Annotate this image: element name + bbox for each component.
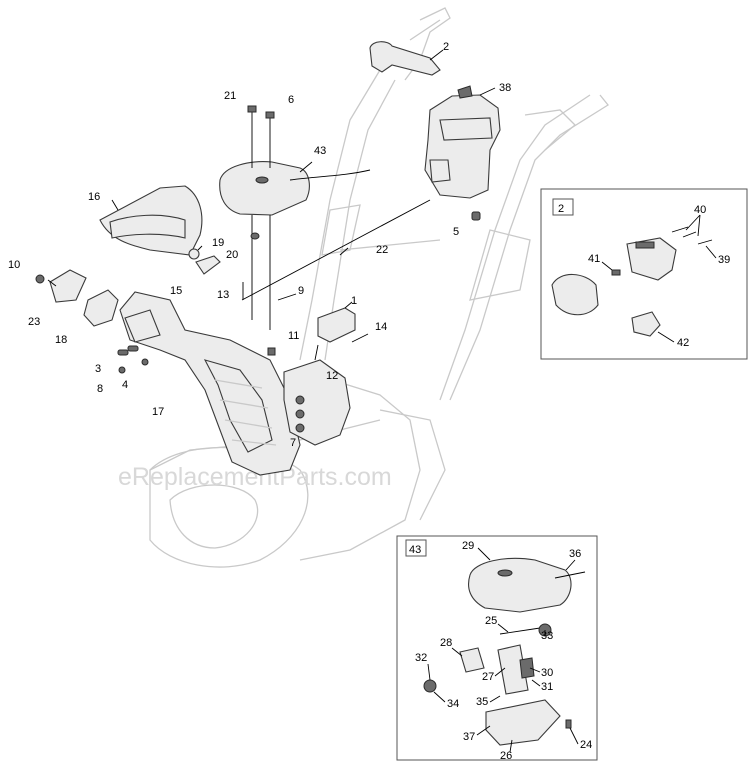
callout-32: 32 [415,652,427,664]
callout-21: 21 [224,90,236,102]
part-knob-washer [188,245,221,275]
frame-outline [149,7,609,568]
inset-2-labels: 2 40 41 39 42 [558,203,730,349]
callout-29: 29 [462,540,474,552]
part-pins [242,282,297,356]
part-chute-deflector [99,185,203,256]
callout-27: 27 [482,671,494,683]
inset-box-43 [396,535,598,761]
part-fasteners-3-8-4 [117,345,149,374]
callout-19: 19 [212,237,224,249]
inset-2-label: 2 [558,203,564,215]
callout-31: 31 [541,681,553,693]
callout-18: 18 [55,334,67,346]
callout-17: 17 [152,406,164,418]
callout-10: 10 [8,259,20,271]
callout-8: 8 [97,383,103,395]
callout-38: 38 [499,82,511,94]
inset-box-2 [540,188,748,360]
callout-39: 39 [718,254,730,266]
callout-42: 42 [677,337,689,349]
part-chute-tilt-cover [219,161,371,216]
callout-1: 1 [351,295,357,307]
callout-2: 2 [443,41,449,53]
callout-14: 14 [375,321,387,333]
inset-43-labels: 43 29 36 25 33 28 32 30 27 31 34 35 37 2… [409,540,592,762]
callout-3: 3 [95,363,101,375]
callout-34: 34 [447,698,459,710]
callout-15: 15 [170,285,182,297]
callout-6: 6 [288,94,294,106]
callout-4: 4 [122,379,128,391]
callout-labels: 2 38 21 6 43 16 19 20 22 5 10 15 13 9 23… [8,41,511,449]
part-cable-rod [241,199,431,301]
part-chute-control-assembly [424,85,501,199]
inset-43-label: 43 [409,544,421,556]
part-gearbox [283,344,351,446]
callout-11: 11 [288,330,299,342]
callout-43: 43 [314,145,326,157]
part-handle-grip [369,41,444,76]
part-bracket [317,301,369,343]
callout-41: 41 [588,253,600,265]
callout-23: 23 [28,316,40,328]
part-bushing-5 [471,211,481,221]
callout-5: 5 [453,226,459,238]
callout-22: 22 [376,244,388,256]
callout-16: 16 [88,191,100,203]
callout-35: 35 [476,696,488,708]
callout-7: 7 [290,437,296,449]
callout-24: 24 [580,739,592,751]
callout-25: 25 [485,615,497,627]
part-discharge-chute [119,291,301,476]
callout-33: 33 [541,630,553,642]
callout-28: 28 [440,637,452,649]
part-chute-rotation [35,269,119,327]
callout-13: 13 [217,289,229,301]
callout-37: 37 [463,731,475,743]
callout-30: 30 [541,667,553,679]
part-bolts-21-6 [247,105,275,330]
callout-9: 9 [298,285,304,297]
callout-36: 36 [569,548,581,560]
callout-26: 26 [500,750,512,762]
callout-12: 12 [326,370,338,382]
callout-40: 40 [694,204,706,216]
callout-20: 20 [226,249,238,261]
